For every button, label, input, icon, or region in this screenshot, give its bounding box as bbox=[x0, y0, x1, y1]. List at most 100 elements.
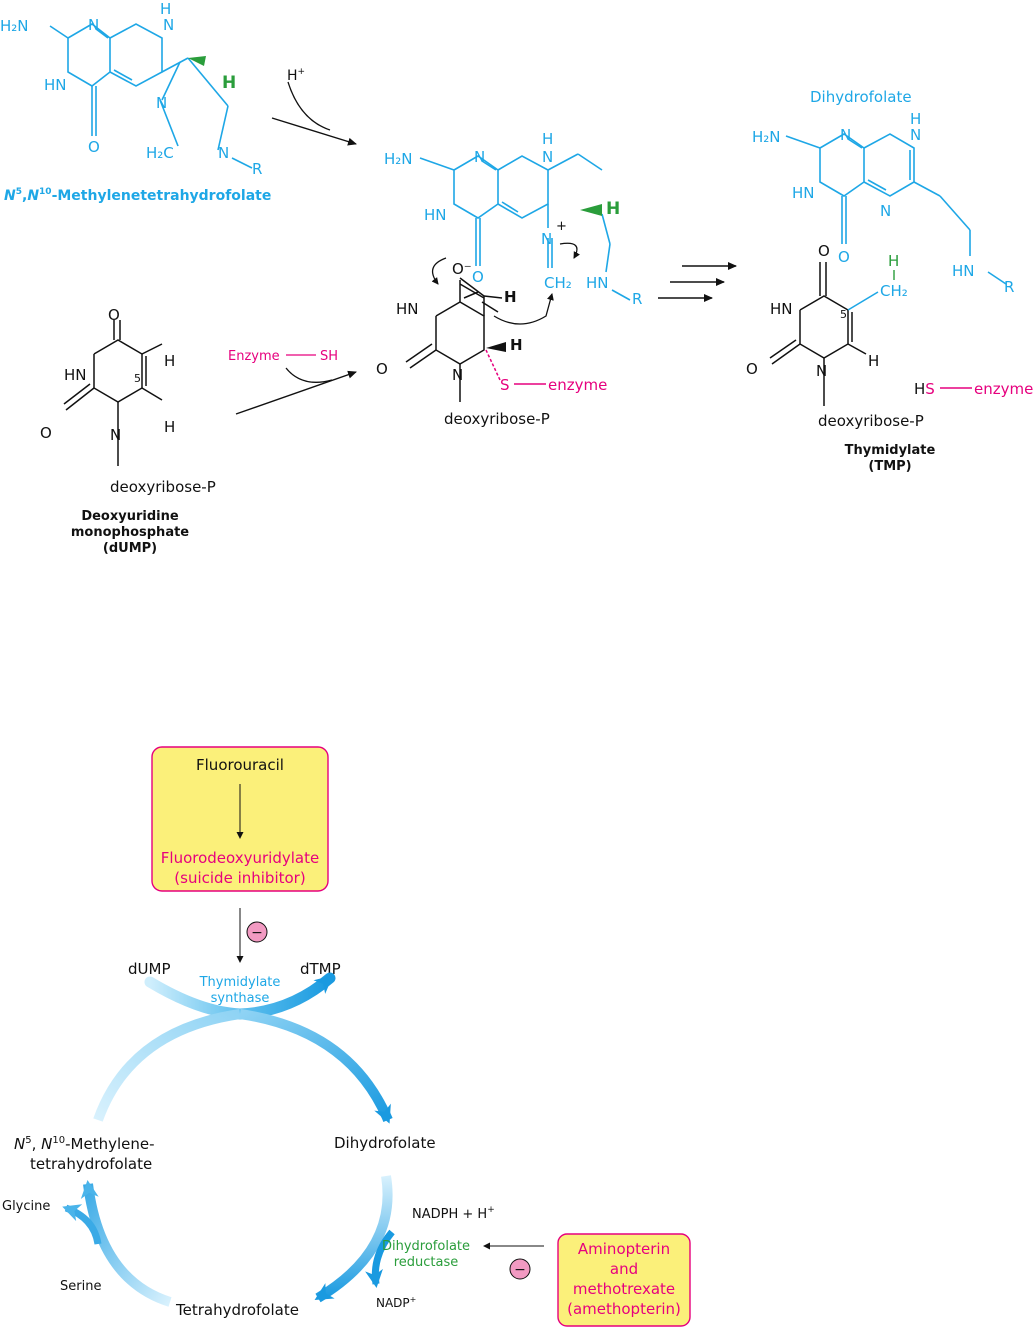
c6-s-bond bbox=[485, 349, 501, 381]
r-group-3: R bbox=[1004, 278, 1014, 296]
electron-arrow-o bbox=[431, 257, 447, 285]
dump-label: dUMP bbox=[128, 960, 171, 978]
deoxyribose-3: deoxyribose-P bbox=[818, 412, 924, 430]
methylene-thf-label: N5,N10-Methylenetetrahydrofolate bbox=[4, 187, 271, 204]
wedge-bond-c6 bbox=[486, 342, 506, 352]
glycine-label: Glycine bbox=[2, 1199, 50, 1214]
o4-atom: O bbox=[88, 138, 100, 156]
n1-atom: N bbox=[88, 16, 99, 34]
c5-label-thy: 5 bbox=[840, 308, 847, 321]
hn10-atom: HN bbox=[586, 274, 609, 292]
n1-atom-3: N bbox=[840, 126, 851, 144]
hn-thy: HN bbox=[770, 300, 793, 318]
h-c5: H bbox=[504, 288, 517, 306]
r-group: R bbox=[252, 160, 262, 178]
ts-line2: synthase bbox=[211, 991, 270, 1006]
dump-name-line1: Deoxyuridine bbox=[81, 509, 179, 524]
o2-thy: O bbox=[746, 360, 758, 378]
hn3-atom: HN bbox=[44, 76, 67, 94]
methylene-thf-structure bbox=[49, 23, 253, 169]
wedge-bond-h2 bbox=[580, 204, 602, 216]
n1-dump: N bbox=[110, 426, 121, 444]
shmt-arc bbox=[80, 1180, 172, 1307]
enzyme-sh-left: Enzyme bbox=[228, 349, 280, 364]
hn-dump: HN bbox=[64, 366, 87, 384]
c5-label-dump: 5 bbox=[134, 372, 141, 385]
c5-methyl-bond bbox=[847, 291, 879, 311]
h-c6: H bbox=[510, 336, 523, 354]
o-minus: O⁻ bbox=[452, 260, 472, 278]
nadp-label: NADP+ bbox=[376, 1295, 416, 1310]
intermediate-pterin bbox=[419, 153, 611, 273]
enzyme-addition-arrow bbox=[235, 367, 357, 415]
n5-atom-3: N bbox=[880, 202, 891, 220]
mthf-label-line1: N5, N10-Methylene- bbox=[14, 1135, 155, 1153]
serine-label: Serine bbox=[60, 1279, 101, 1294]
dihydrofolate-structure bbox=[785, 133, 1007, 285]
n5-iminium-atom: N bbox=[541, 230, 552, 248]
h2c-atom: H₂C bbox=[146, 144, 174, 162]
glycine-branch-arrow bbox=[62, 1204, 102, 1245]
intermediate-uracil bbox=[405, 280, 503, 402]
o4-atom-2: O bbox=[472, 268, 484, 286]
n1-uracil: N bbox=[452, 366, 463, 384]
dhfr-line2: reductase bbox=[394, 1255, 459, 1270]
n8-atom-2: N bbox=[542, 148, 553, 166]
iminium-plus: + bbox=[556, 219, 567, 234]
s-enzyme-text: enzyme bbox=[548, 376, 607, 394]
hn3-atom-2: HN bbox=[424, 206, 447, 224]
s-enzyme-s: S bbox=[500, 376, 510, 394]
h-stereo-2: H bbox=[606, 199, 620, 219]
n10-r-bond bbox=[611, 289, 631, 301]
tmp-name-line1: Thymidylate bbox=[845, 443, 936, 458]
o2-dump: O bbox=[40, 424, 52, 442]
h-stereo: H bbox=[222, 73, 236, 93]
h-methyl: H bbox=[888, 252, 899, 270]
inhibit-circle-ts bbox=[246, 921, 268, 943]
cycle-right-upper-arc bbox=[239, 1009, 393, 1124]
nadph-label: NADPH + H+ bbox=[412, 1205, 495, 1222]
h-n8-atom-3: H bbox=[910, 110, 921, 128]
thf-label: Tetrahydrofolate bbox=[175, 1301, 299, 1319]
hn10-atom-3: HN bbox=[952, 262, 975, 280]
n1-thy: N bbox=[816, 362, 827, 380]
cycle-left-upper-arc bbox=[93, 1009, 241, 1122]
ch2-atom: CH₂ bbox=[544, 274, 572, 292]
h2n-atom: H₂N bbox=[0, 17, 29, 35]
deoxyribose-2: deoxyribose-P bbox=[444, 410, 550, 428]
mthf-label-line2: tetrahydrofolate bbox=[30, 1155, 152, 1173]
fdump-line2: (suicide inhibitor) bbox=[174, 869, 305, 887]
mtx-line2: and bbox=[610, 1260, 638, 1278]
dihydrofolate-label: Dihydrofolate bbox=[334, 1134, 436, 1152]
mtx-line1: Aminopterin bbox=[578, 1240, 670, 1258]
o4-thy: O bbox=[818, 242, 830, 260]
inhibit-symbol-ts: − bbox=[251, 925, 263, 941]
c5-c6-bond bbox=[481, 301, 499, 313]
h2n-atom-3: H₂N bbox=[752, 128, 781, 146]
inhibit-circle-dhfr bbox=[509, 1258, 531, 1280]
enolate-bond bbox=[459, 277, 485, 316]
hn-uracil: HN bbox=[396, 300, 419, 318]
n8-atom-3: N bbox=[910, 126, 921, 144]
mtx-line3: methotrexate bbox=[573, 1280, 675, 1298]
inhibit-symbol-dhfr: − bbox=[514, 1262, 526, 1278]
dump-name-line2: monophosphate bbox=[71, 525, 189, 540]
h-n8-atom-2: H bbox=[542, 130, 553, 148]
dump-structure bbox=[63, 320, 163, 466]
dhfr-arc bbox=[314, 1175, 393, 1303]
fdump-line1: Fluorodeoxyuridylate bbox=[161, 849, 319, 867]
nadp-branch-arrow bbox=[365, 1229, 395, 1288]
methotrexate-box bbox=[557, 1233, 691, 1327]
fluorouracil-label: Fluorouracil bbox=[196, 756, 284, 774]
ch2-thy: CH₂ bbox=[880, 282, 908, 300]
h-c6-thy: H bbox=[868, 352, 879, 370]
wedge-bond-h bbox=[188, 56, 206, 66]
hs-enzyme-label: HS bbox=[914, 380, 935, 398]
thymidylate-structure bbox=[769, 262, 867, 406]
n8-atom: N bbox=[163, 16, 174, 34]
electron-arrow-c5 bbox=[493, 293, 554, 325]
o2-uracil: O bbox=[376, 360, 388, 378]
ts-line1: Thymidylate bbox=[199, 975, 281, 990]
multistep-arrows bbox=[658, 262, 737, 302]
